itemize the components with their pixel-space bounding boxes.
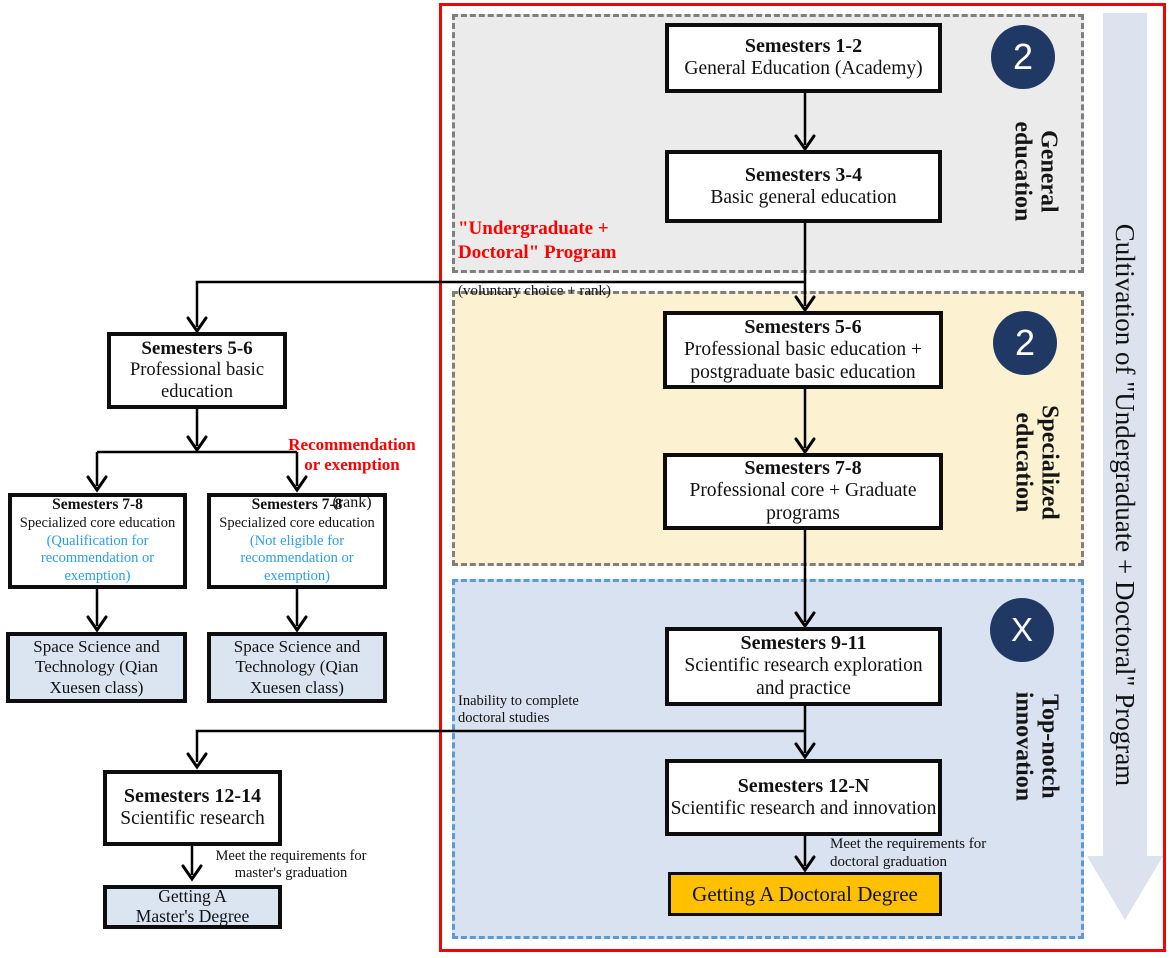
box-title: Semesters 5-6: [744, 315, 862, 338]
annotation-rank-sub: (rank): [332, 494, 372, 512]
box-semesters-7-8-qualified: Semesters 7-8 Specialized core education…: [8, 493, 187, 589]
annotation-recommendation: Recommendation or exemption (rank): [268, 417, 436, 530]
box-title: Semesters 9-11: [740, 632, 867, 655]
box-label: Getting A Doctoral Degree: [692, 881, 918, 906]
box-title: Semesters 12-N: [737, 774, 870, 797]
box-body: Professional basic education: [129, 360, 265, 402]
box-semesters-7-8-not-eligible: Semesters 7-8 Specialized core education…: [207, 493, 387, 589]
box-body: Scientific research and innovation: [670, 797, 937, 819]
annotation-meet-doctoral: Meet the requirements for doctoral gradu…: [830, 836, 987, 870]
box-body: Specialized core education: [19, 515, 176, 532]
box-space-science-qualified: Space Science and Technology (Qian Xuese…: [6, 632, 187, 703]
box-body: Professional basic education + postgradu…: [684, 338, 922, 383]
badge-topnotch: X: [990, 598, 1054, 662]
box-body: Scientific research exploration and prac…: [684, 655, 923, 700]
arrowheads: [86, 134, 816, 882]
box-title: Semesters 3-4: [744, 163, 863, 186]
box-semesters-7-8-main: Semesters 7-8 Professional core + Gradua…: [663, 453, 943, 530]
box-space-science-not-eligible: Space Science and Technology (Qian Xuese…: [207, 632, 387, 703]
box-title: Semesters 7-8: [251, 496, 343, 514]
banner-arrow-head-icon: [1087, 856, 1163, 920]
box-semesters-12-N: Semesters 12-N Scientific research and i…: [665, 759, 942, 836]
annotation-program: "Undergraduate + Doctoral" Program (volu…: [458, 199, 673, 318]
box-getting-doctoral-degree: Getting A Doctoral Degree: [668, 872, 942, 916]
box-semesters-1-2: Semesters 1-2 General Education (Academy…: [665, 23, 942, 93]
box-title: Semesters 12-14: [123, 785, 262, 808]
box-title: Semesters 1-2: [744, 35, 863, 58]
box-body: Scientific research: [120, 808, 265, 830]
box-semesters-9-11: Semesters 9-11 Scientific research explo…: [665, 627, 942, 706]
box-semesters-12-14: Semesters 12-14 Scientific research: [103, 770, 282, 846]
box-label: Getting A Master's Degree: [135, 886, 250, 926]
banner-arrow-shaft: [1103, 13, 1147, 858]
box-label: Space Science and Technology (Qian Xuese…: [33, 636, 160, 697]
annotation-recommendation-heading: Recommendation or exemption: [288, 435, 416, 475]
box-body: General Education (Academy): [684, 58, 923, 80]
box-body: Professional core + Graduate programs: [689, 480, 917, 525]
box-title: Semesters 7-8: [52, 496, 143, 514]
annotation-inability: Inability to complete doctoral studies: [458, 693, 579, 727]
box-note: (Qualification for recommendation or exe…: [40, 532, 155, 585]
box-semesters-3-4: Semesters 3-4 Basic general education: [665, 150, 942, 223]
annotation-program-sub: (voluntary choice + rank): [458, 283, 611, 300]
box-body: Specialized core education: [219, 515, 375, 532]
box-getting-masters-degree: Getting A Master's Degree: [103, 885, 282, 929]
box-semesters-5-6-main: Semesters 5-6 Professional basic educati…: [663, 311, 943, 389]
box-title: Semesters 7-8: [744, 457, 862, 480]
box-title: Semesters 5-6: [141, 338, 253, 360]
annotation-program-heading: "Undergraduate + Doctoral" Program: [458, 218, 617, 263]
box-semesters-5-6-left: Semesters 5-6 Professional basic educati…: [107, 332, 287, 409]
box-body: Basic general education: [710, 186, 897, 208]
badge-specialized: 2: [993, 311, 1057, 375]
box-note: (Not eligible for recommendation or exem…: [240, 532, 354, 585]
badge-general: 2: [991, 25, 1055, 89]
box-label: Space Science and Technology (Qian Xuese…: [233, 636, 361, 697]
program-frame: [439, 3, 1166, 952]
annotation-meet-master: Meet the requirements for master's gradu…: [215, 848, 367, 882]
